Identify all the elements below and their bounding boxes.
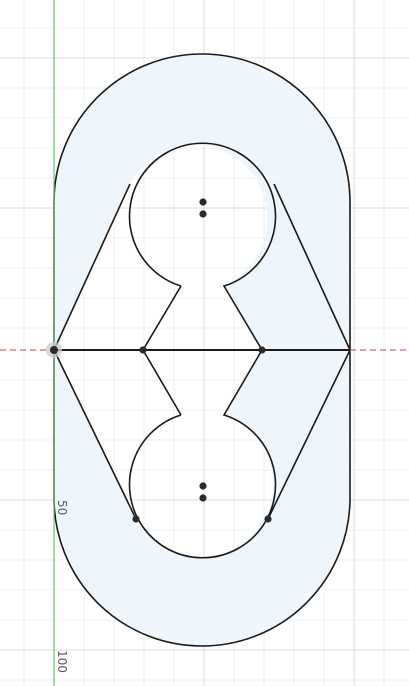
origin-point-icon[interactable] (46, 342, 62, 358)
sketch-point-icon[interactable] (132, 515, 140, 523)
sketch-point-icon[interactable] (264, 515, 272, 523)
ruler-label-50: 50 (55, 500, 69, 516)
right-upper-line[interactable] (273, 183, 351, 351)
left-lower-line[interactable] (53, 349, 137, 520)
sketch-point-icon[interactable] (199, 482, 207, 490)
left-upper-line[interactable] (53, 183, 131, 351)
outer-slot-outline[interactable] (53, 53, 351, 647)
sketch-point-icon[interactable] (199, 198, 207, 206)
ruler-label-100: 100 (55, 650, 69, 673)
sketch-point-icon[interactable] (258, 346, 266, 354)
sketch-point-icon[interactable] (199, 210, 207, 218)
upper-keyhole-outline[interactable] (128, 142, 277, 351)
lower-keyhole-outline[interactable] (128, 349, 277, 559)
sketch-point-icon[interactable] (199, 494, 207, 502)
right-lower-line[interactable] (267, 349, 351, 520)
sketch-profile[interactable] (54, 54, 350, 646)
sketch-point-icon[interactable] (139, 346, 147, 354)
